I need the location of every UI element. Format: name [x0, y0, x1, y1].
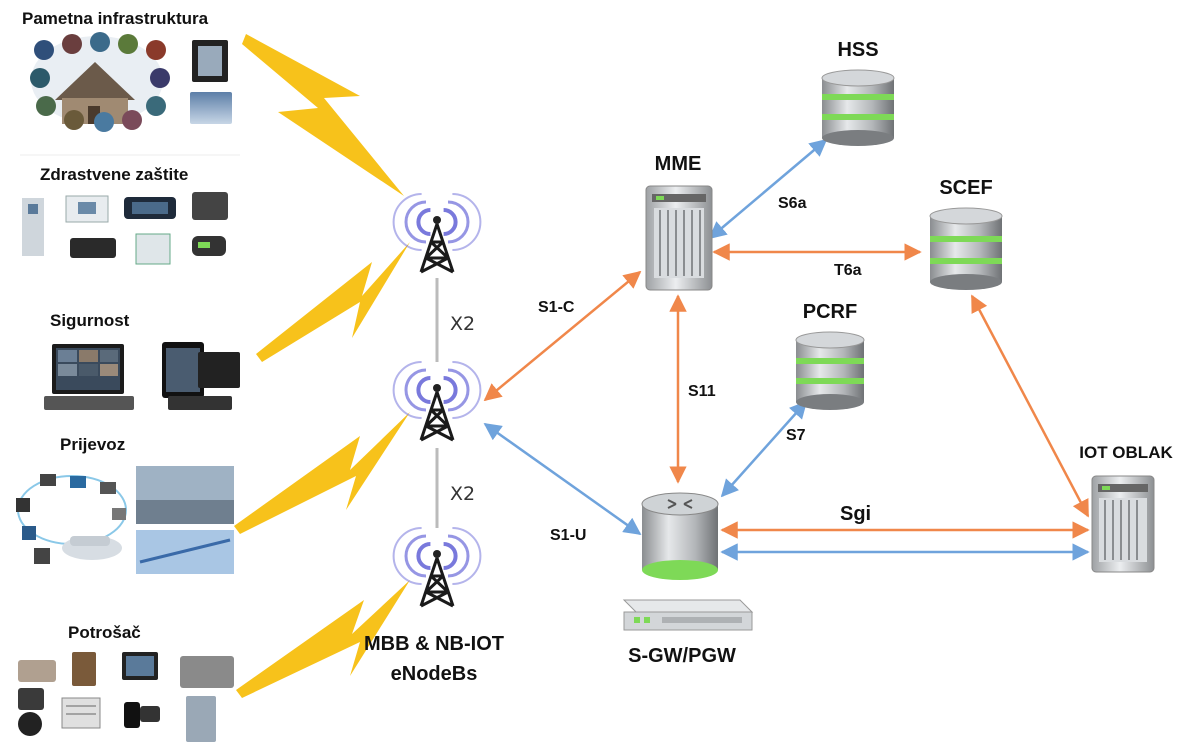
category-transport: Prijevoz — [16, 435, 234, 574]
category-consumer: Potrošač — [18, 623, 234, 742]
smart-home-devices-icon — [30, 32, 232, 132]
enodeb-towers — [392, 193, 482, 608]
surveillance-monitors-icon — [44, 342, 240, 410]
s1u-label: S1-U — [550, 527, 586, 544]
category-title: Zdrastvene zaštite — [40, 165, 188, 184]
pcrf-node: PCRF — [795, 301, 865, 410]
iot-cloud-node: IOT OBLAK — [1079, 443, 1173, 573]
category-title: Sigurnost — [50, 311, 130, 330]
connected-vehicles-icon — [16, 466, 234, 574]
s11-label: S11 — [688, 383, 716, 400]
lightning-bolt-icon — [256, 242, 410, 362]
scef-label: SCEF — [939, 177, 992, 199]
category-security: Sigurnost — [44, 311, 240, 410]
router-icon — [641, 492, 719, 580]
x2-interface-label: X2 — [450, 313, 475, 335]
server-icon — [645, 185, 713, 291]
s6a-label: S6a — [778, 195, 807, 212]
enodeb-label: eNodeBs — [391, 663, 478, 685]
scef-node: SCEF — [929, 177, 1003, 290]
lightning-bolt-icon — [236, 580, 410, 698]
medical-devices-icon — [22, 192, 228, 265]
gateway-node: S-GW/PGW — [622, 492, 754, 667]
interface-links — [483, 138, 1090, 561]
lightning-links — [234, 34, 410, 698]
x2-interface-label: X2 — [450, 483, 475, 505]
consumer-gadgets-icon — [18, 652, 234, 742]
s1c-label: S1-C — [538, 299, 575, 316]
gateway-label: S-GW/PGW — [628, 645, 736, 667]
sgi-label: Sgi — [840, 503, 871, 525]
iot-cloud-label: IOT OBLAK — [1079, 443, 1173, 462]
database-icon — [795, 331, 865, 410]
hss-label: HSS — [837, 39, 878, 61]
radio-tower-icon — [392, 527, 482, 608]
enodeb-label: MBB & NB-IOT — [364, 633, 504, 655]
database-icon — [929, 207, 1003, 290]
category-healthcare: Zdrastvene zaštite — [22, 165, 228, 265]
server-icon — [1091, 475, 1155, 573]
category-title: Pametna infrastruktura — [22, 9, 209, 28]
lightning-bolt-icon — [242, 34, 404, 196]
radio-tower-icon — [392, 361, 482, 442]
category-title: Prijevoz — [60, 435, 125, 454]
mme-label: MME — [655, 153, 702, 175]
lightning-bolt-icon — [234, 412, 410, 534]
mme-node: MME — [645, 153, 713, 291]
t6a-label: T6a — [834, 262, 862, 279]
category-smart-infrastructure: Pametna infrastruktura — [20, 9, 240, 156]
hss-node: HSS — [821, 39, 895, 146]
pcrf-label: PCRF — [803, 301, 857, 323]
database-icon — [821, 69, 895, 146]
radio-tower-icon — [392, 193, 482, 274]
category-title: Potrošač — [68, 623, 141, 642]
switch-icon — [622, 599, 754, 631]
s7-label: S7 — [786, 427, 806, 444]
